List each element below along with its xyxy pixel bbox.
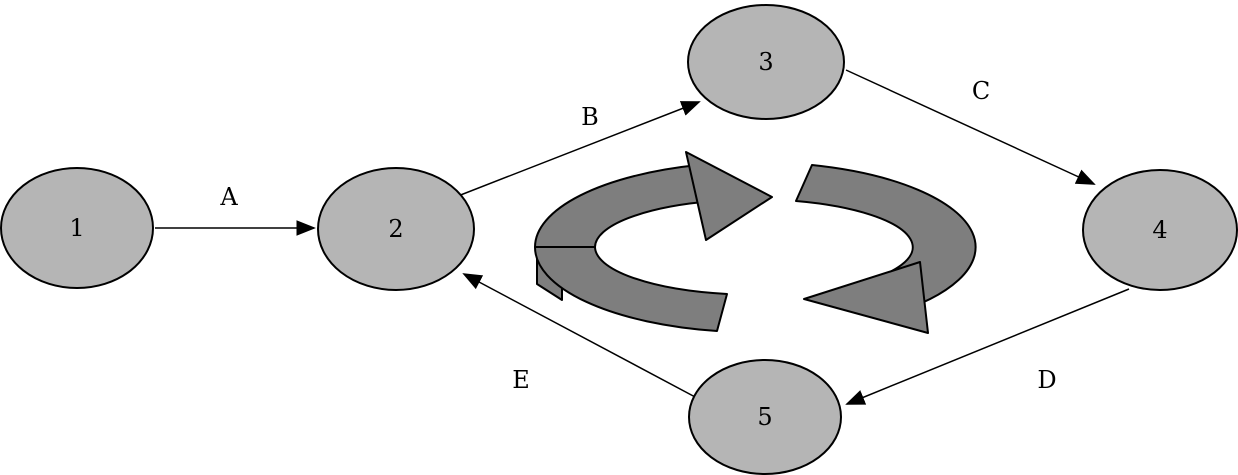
edge-c-label: C — [972, 77, 990, 105]
node-2-shape — [317, 167, 475, 291]
nodes: 1 2 3 4 5 — [0, 4, 1238, 475]
edge-a-label: A — [219, 183, 238, 211]
cycle-band-bottom-left — [533, 246, 728, 332]
node-3-label: 3 — [758, 48, 773, 76]
node-5-label: 5 — [757, 403, 772, 431]
node-4-shape — [1082, 169, 1238, 291]
cycle-arrow-icon — [533, 151, 977, 334]
node-1-label: 1 — [69, 214, 84, 242]
node-2: 2 — [317, 167, 475, 291]
edges — [155, 69, 1130, 405]
edge-e-arrow — [462, 273, 698, 399]
edge-labels: A B C D E — [219, 77, 1056, 394]
edge-b-label: B — [581, 103, 599, 131]
cycle-arrowhead-top — [685, 151, 773, 241]
edge-c-arrow — [845, 69, 1096, 185]
node-1: 1 — [0, 167, 154, 289]
node-4-label: 4 — [1152, 216, 1167, 244]
node-5: 5 — [688, 359, 842, 475]
node-3: 3 — [687, 4, 845, 120]
cycle-band-top-left — [534, 164, 715, 248]
edge-e-label: E — [512, 366, 530, 394]
node-4: 4 — [1082, 169, 1238, 291]
node-5-shape — [688, 359, 842, 475]
node-2-label: 2 — [388, 215, 403, 243]
node-3-shape — [687, 4, 845, 120]
node-1-shape — [0, 167, 154, 289]
edge-d-label: D — [1037, 366, 1056, 394]
edge-d-arrow — [845, 288, 1130, 405]
edge-b-arrow — [457, 101, 701, 197]
cycle-arrowhead-bottom — [803, 261, 929, 334]
